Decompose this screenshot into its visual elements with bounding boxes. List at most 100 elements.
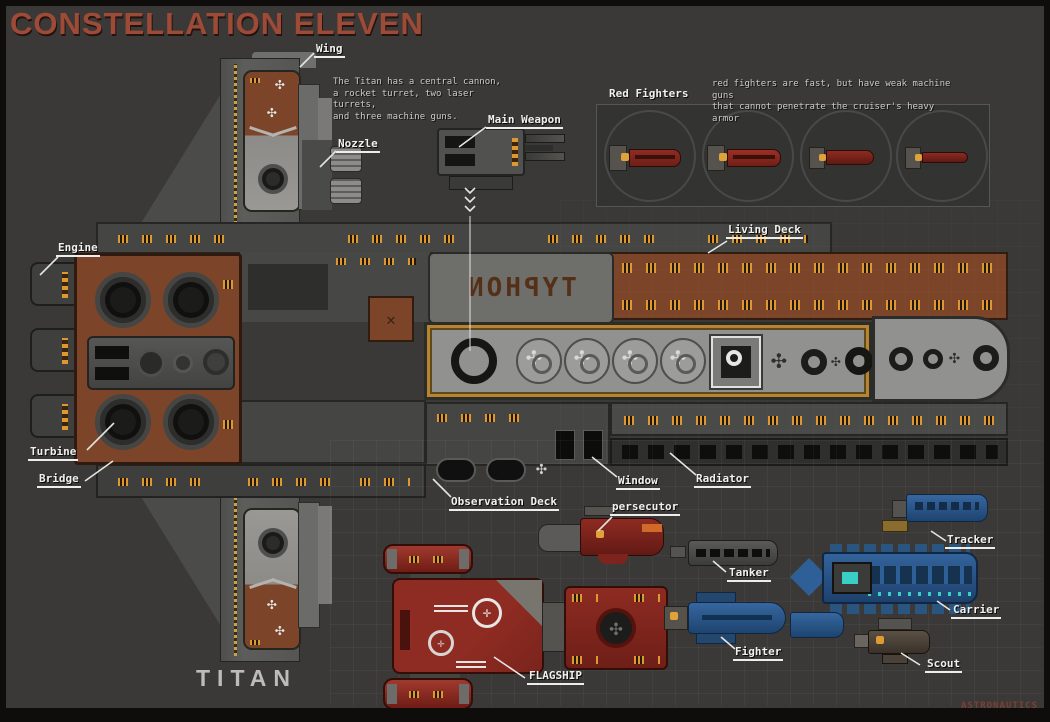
cap-ring — [973, 345, 999, 371]
ship-tug — [670, 546, 686, 558]
red-fighters-panel — [596, 104, 990, 207]
fuel-tank — [383, 544, 473, 574]
light-strip — [409, 691, 447, 698]
vent-slot — [95, 367, 129, 380]
window-lights-row — [624, 416, 994, 425]
fighter-ship — [662, 592, 788, 644]
chevron-stripe — [271, 126, 297, 137]
command-box — [832, 562, 872, 594]
fighter-cockpit — [819, 154, 826, 161]
titan-note: The Titan has a central cannon, a rocket… — [333, 77, 501, 123]
light-strip — [248, 478, 338, 486]
titan-top-wing-panel: ✣ ✣ — [243, 70, 301, 212]
light-strip — [360, 478, 410, 486]
ship-cockpit — [596, 530, 604, 538]
light-strip — [118, 478, 208, 486]
frame-top — [0, 0, 1050, 6]
cap-ring — [889, 347, 913, 371]
label-fighter: Fighter — [733, 645, 784, 661]
red-fighter — [609, 141, 689, 175]
fan-icon: ✣ — [771, 345, 787, 375]
fan-icon: ✣ — [831, 351, 841, 370]
weapon-vent — [445, 154, 475, 166]
carrier-ship — [790, 540, 990, 618]
ship-pod — [882, 520, 908, 532]
light-dots — [62, 404, 68, 430]
vent-slot — [95, 346, 129, 359]
light-strip — [409, 556, 447, 563]
light-strip — [118, 235, 238, 243]
red-fighter — [809, 145, 879, 173]
titan-bottom-wing-strut — [138, 492, 232, 644]
ship-top-module — [878, 618, 912, 630]
engine-stub — [30, 328, 76, 372]
weapon-pointer-chevron — [464, 196, 476, 204]
hex-circle — [203, 349, 229, 375]
label-nozzle: Nozzle — [336, 137, 380, 153]
turret-hub — [580, 354, 600, 374]
carrier-top-pods — [830, 544, 970, 554]
red-fighter — [707, 141, 787, 175]
fighter-fuselage — [922, 152, 968, 163]
fan-icon: ✣ — [536, 458, 547, 479]
turret: ✣ — [516, 338, 562, 384]
tank-cap — [387, 549, 397, 569]
light-strip — [223, 420, 237, 429]
fighter-circle — [702, 110, 794, 202]
ship-hull — [906, 494, 988, 522]
ship-accent — [642, 524, 662, 532]
fighter-stripe — [733, 155, 775, 159]
central-cannon-ring — [451, 338, 497, 384]
light-dots — [512, 138, 518, 166]
turret: ✣ — [564, 338, 610, 384]
scout-ship-group — [790, 608, 950, 672]
red-fighter — [905, 147, 971, 171]
titan-wing-step — [298, 502, 320, 628]
vent-slots — [622, 445, 998, 459]
fighter-cockpit — [915, 154, 922, 161]
fan-icon: ✣ — [275, 620, 285, 639]
light-dots — [62, 272, 68, 298]
label-carrier: Carrier — [951, 603, 1002, 619]
turret-hub — [532, 354, 552, 374]
nozzle-cylinder — [330, 178, 362, 204]
spine-ring — [845, 347, 873, 375]
chevron-stripe — [271, 578, 297, 589]
hull-text-typhon: TYPHON — [465, 273, 577, 303]
turbine-circle — [163, 394, 219, 450]
ship-window-band — [915, 502, 979, 510]
window-lights-row — [622, 300, 996, 310]
red-fighters-note: red fighters are fast, but have weak mac… — [712, 79, 951, 125]
label-radiator: Radiator — [694, 472, 751, 488]
ship-pod — [598, 554, 628, 564]
turret-hub — [628, 354, 648, 374]
hull-intake — [400, 610, 410, 650]
light-strip — [572, 656, 598, 664]
light-strip — [250, 78, 272, 83]
teal-lights-row — [868, 592, 972, 596]
light-strip — [548, 235, 658, 243]
ship-stripe — [702, 615, 772, 620]
ship-cockpit — [876, 636, 884, 644]
label-engine: Engine — [56, 241, 100, 257]
light-strip — [634, 656, 660, 664]
ship-gun — [584, 506, 614, 516]
small-circle — [173, 353, 193, 373]
gear-circle — [137, 349, 165, 377]
label-scout: Scout — [925, 657, 963, 673]
hull-name-plate: TYPHON — [428, 252, 614, 324]
main-weapon-body — [437, 128, 525, 176]
label-wing: Wing — [314, 42, 345, 58]
page-title: CONSTELLATION ELEVEN — [10, 6, 424, 41]
turret-hub — [676, 354, 696, 374]
titan-radiator-band — [610, 402, 1008, 436]
nozzle-ring — [258, 164, 288, 194]
flagship-rear-module: ✣ — [564, 586, 668, 670]
weapon-vent — [445, 136, 475, 148]
emblem-circle: ✛ — [428, 630, 454, 656]
titan-wing-trim-strip — [234, 64, 237, 224]
spine-ring — [801, 349, 827, 375]
light-strip — [250, 640, 272, 645]
ship-window-band — [696, 549, 770, 557]
turbine-circle — [95, 272, 151, 328]
